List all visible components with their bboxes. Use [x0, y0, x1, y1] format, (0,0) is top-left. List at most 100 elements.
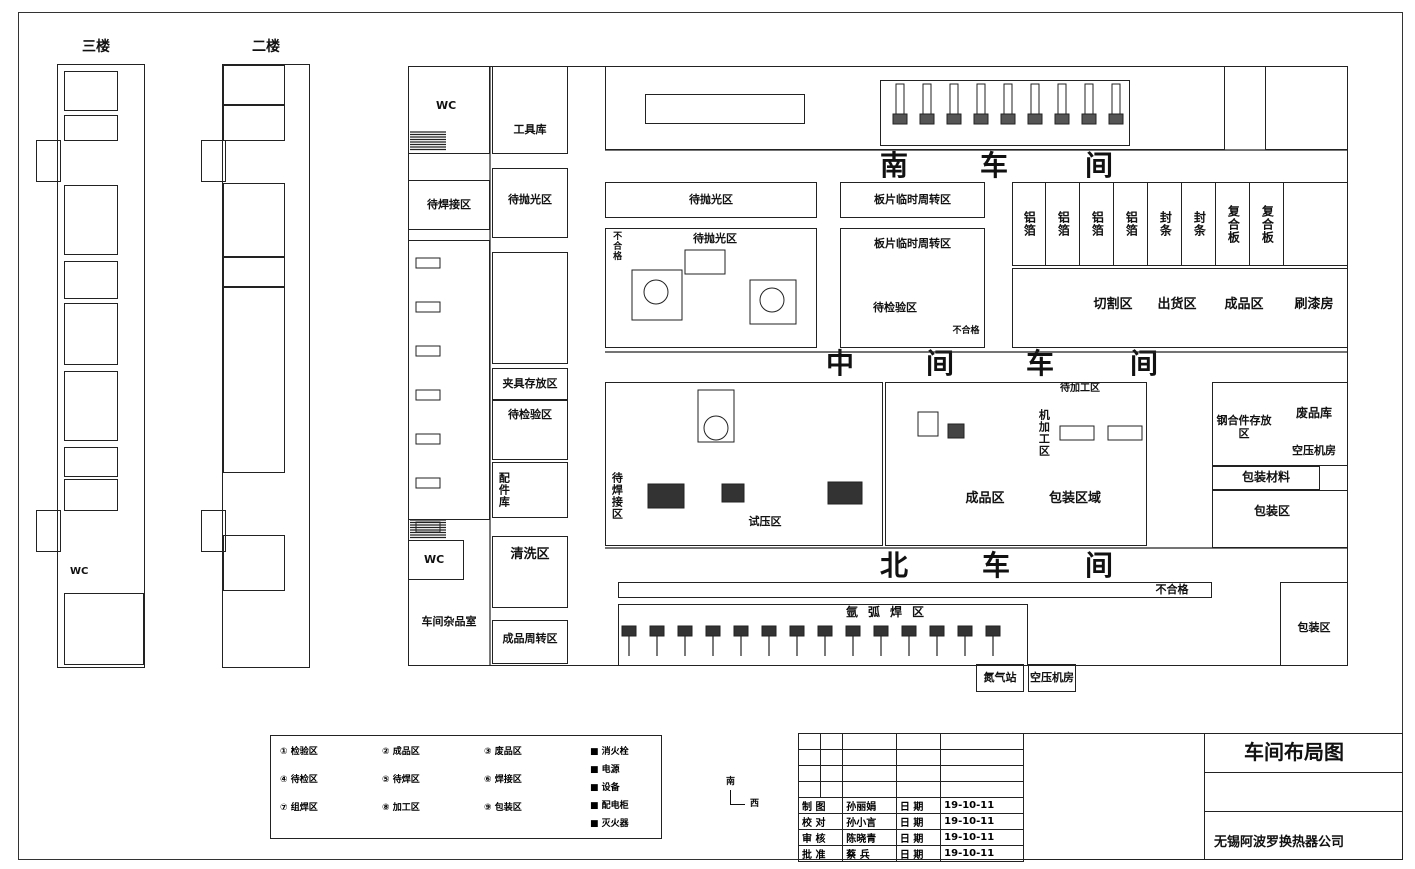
middle-workshop-char-1: 中	[826, 347, 855, 380]
weld-zone-label: 待焊接区	[610, 472, 624, 520]
packing-material-label: 包装材料	[1241, 470, 1290, 485]
wash-zone	[492, 536, 568, 608]
weld-station	[817, 625, 833, 637]
south-machine	[1030, 83, 1040, 115]
finished-row	[1012, 268, 1348, 348]
left-equipment	[415, 257, 441, 269]
finished-1-label: 成品区	[965, 490, 1005, 506]
test-rig	[827, 481, 863, 505]
approval-cell: 日 期	[895, 813, 942, 830]
legend-key: ■ 灭火器	[590, 819, 629, 829]
plate-temp-1-label: 板片临时周转区	[874, 192, 951, 206]
south-machine	[922, 83, 932, 115]
left-equipment	[415, 389, 441, 401]
approval-cell: 审 核	[797, 829, 844, 846]
south-machine-base	[919, 113, 935, 125]
fixture-store	[492, 368, 568, 400]
argon-weld-area	[618, 604, 1028, 666]
drawing-frame	[18, 12, 1403, 860]
south-machine	[1111, 83, 1121, 115]
south-machine	[1084, 83, 1094, 115]
second-floor-title: 二楼	[252, 39, 280, 55]
paint-room-label: 刷漆房	[1294, 296, 1334, 312]
packing-area-2-label: 包装区	[1297, 620, 1331, 634]
drawing-title: 车间布局图	[1244, 740, 1344, 764]
approval-cell: 陈晓青	[842, 829, 897, 846]
cut-zone-label: 切割区	[1093, 296, 1133, 312]
machining-unit	[917, 411, 939, 437]
compass-west-label: 西	[750, 799, 760, 809]
weld-station	[789, 625, 805, 637]
approval-cell: 19-10-11	[940, 829, 1024, 846]
test-rig	[721, 483, 745, 503]
weld-station	[733, 625, 749, 637]
burnish-unqualified-label: 不合格	[611, 231, 622, 261]
wc-bottom-label: WC	[424, 553, 445, 566]
approval-cell: 校 对	[797, 813, 844, 830]
company-name: 无锡阿波罗换热器公司	[1214, 835, 1345, 850]
south-machine	[976, 83, 986, 115]
third-floor-stair-2	[36, 510, 61, 552]
north-strip	[618, 582, 1212, 598]
test-machine-drum	[703, 415, 729, 441]
weld-station	[873, 625, 889, 637]
approval-cell: 日 期	[895, 829, 942, 846]
legend-key: ■ 消火栓	[590, 747, 629, 757]
south-workshop-char-1: 南	[880, 149, 909, 182]
legend-item: ① 检验区	[280, 747, 318, 757]
packing-zone-1-label: 包装区域	[1048, 490, 1101, 506]
rack-6: 封条	[1182, 182, 1216, 266]
approval-cell: 孙丽娟	[842, 797, 897, 814]
weld-station	[761, 625, 777, 637]
third-floor-stair-1	[36, 140, 61, 182]
legend-item: ③ 废品区	[484, 747, 522, 757]
pre-test-room	[492, 400, 568, 460]
compressor-room	[1028, 664, 1076, 692]
burnish-machine	[749, 279, 797, 325]
second-floor-plan	[222, 64, 310, 668]
south-machine-base	[973, 113, 989, 125]
argon-weld-label: 氩弧焊区	[845, 605, 934, 620]
burnish-control	[684, 249, 726, 275]
gas-station	[976, 664, 1024, 692]
approval-cell: 孙小言	[842, 813, 897, 830]
packing-area-2	[1280, 582, 1348, 666]
south-machine	[1057, 83, 1067, 115]
unqualified-2-label: 不合格	[1155, 582, 1189, 596]
approval-cell: 批 准	[797, 845, 844, 862]
south-machine-base	[892, 113, 908, 125]
south-workshop-char-3: 间	[1085, 149, 1114, 182]
legend-item: ⑧ 加工区	[382, 803, 420, 813]
rack-2: 铝箔	[1046, 182, 1080, 266]
left-room-1	[492, 252, 568, 364]
south-machine-base	[946, 113, 962, 125]
weld-station	[649, 625, 665, 637]
legend-key: ■ 配电柜	[590, 801, 629, 811]
pending-zone-label: 待检验区	[873, 300, 917, 314]
south-machine-base	[1081, 113, 1097, 125]
weld-station	[621, 625, 637, 637]
legend-item: ⑦ 组焊区	[280, 803, 318, 813]
misc-room-label: 车间杂品室	[421, 614, 477, 628]
machining-label: 机加工区	[1037, 409, 1051, 457]
third-floor-title: 三楼	[82, 39, 110, 55]
machining-unit	[1059, 425, 1095, 441]
fixture-label: 夹具存放区	[502, 376, 558, 390]
south-machine-base	[1054, 113, 1070, 125]
wc-top-label: WC	[436, 99, 457, 112]
rack-7: 复合板	[1216, 182, 1250, 266]
left-equipment	[415, 345, 441, 357]
compass-arrow-icon	[730, 790, 745, 805]
finished-2-label: 成品区	[1224, 296, 1264, 312]
north-workshop-char-2: 车	[982, 549, 1011, 582]
machining-unit	[1107, 425, 1143, 441]
legend-item: ⑤ 待焊区	[382, 775, 420, 785]
approval-cell: 19-10-11	[940, 813, 1024, 830]
south-machine	[1003, 83, 1013, 115]
plate-temp-2-label: 板片临时周转区	[874, 236, 951, 250]
approval-cell: 19-10-11	[940, 845, 1024, 862]
